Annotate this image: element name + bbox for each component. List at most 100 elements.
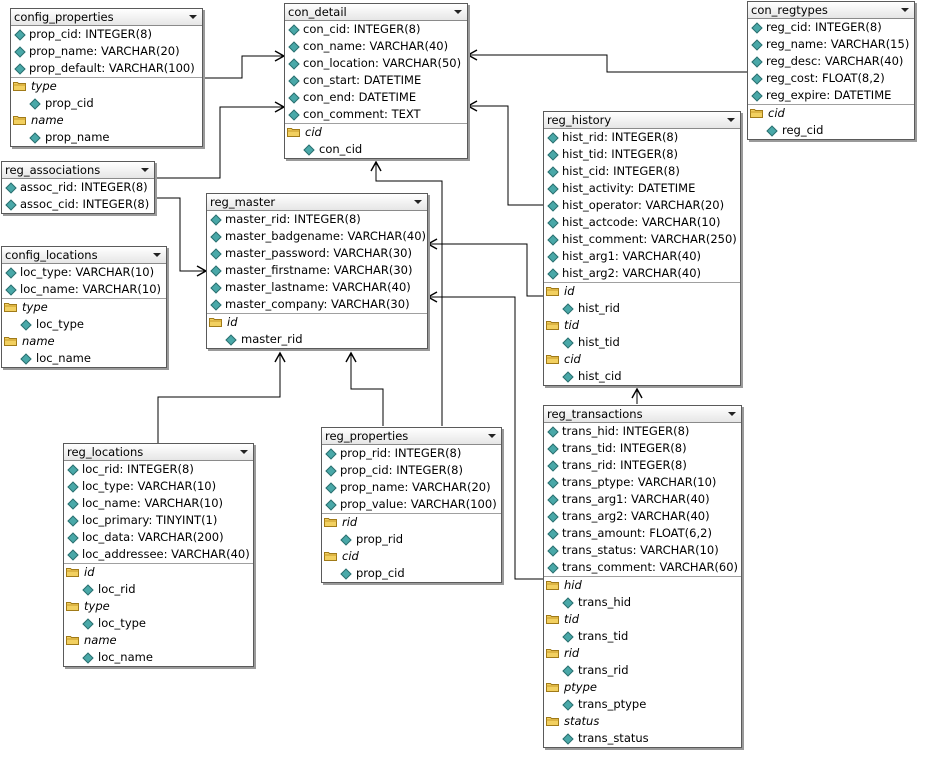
column-row[interactable]: con_start: DATETIME (285, 72, 467, 89)
column-row[interactable]: reg_name: VARCHAR(15) (748, 36, 914, 53)
index-column-row[interactable]: hist_tid (544, 334, 740, 351)
column-row[interactable]: loc_rid: INTEGER(8) (64, 461, 253, 478)
dropdown-arrow-icon[interactable] (189, 15, 197, 19)
index-column-row[interactable]: reg_cid (748, 122, 914, 139)
dropdown-arrow-icon[interactable] (153, 253, 161, 257)
column-row[interactable]: prop_value: VARCHAR(100) (322, 496, 501, 513)
column-row[interactable]: con_name: VARCHAR(40) (285, 38, 467, 55)
index-row[interactable]: hid (544, 576, 741, 594)
column-row[interactable]: hist_arg1: VARCHAR(40) (544, 248, 740, 265)
table-title[interactable]: config_properties (11, 9, 202, 26)
column-row[interactable]: reg_cid: INTEGER(8) (748, 19, 914, 36)
table-title[interactable]: reg_associations (2, 162, 154, 179)
column-row[interactable]: loc_type: VARCHAR(10) (2, 264, 166, 281)
column-row[interactable]: hist_operator: VARCHAR(20) (544, 197, 740, 214)
column-row[interactable]: hist_actcode: VARCHAR(10) (544, 214, 740, 231)
index-column-row[interactable]: con_cid (285, 141, 467, 158)
column-row[interactable]: loc_type: VARCHAR(10) (64, 478, 253, 495)
column-row[interactable]: prop_name: VARCHAR(20) (11, 43, 202, 60)
index-row[interactable]: type (2, 298, 166, 316)
table-title[interactable]: reg_properties (322, 428, 501, 445)
index-row[interactable]: tid (544, 317, 740, 334)
column-row[interactable]: hist_rid: INTEGER(8) (544, 129, 740, 146)
column-row[interactable]: trans_hid: INTEGER(8) (544, 423, 741, 440)
index-column-row[interactable]: loc_name (2, 350, 166, 367)
column-row[interactable]: master_lastname: VARCHAR(40) (207, 279, 427, 296)
index-column-row[interactable]: trans_tid (544, 628, 741, 645)
column-row[interactable]: assoc_cid: INTEGER(8) (2, 196, 154, 213)
index-column-row[interactable]: prop_cid (11, 95, 202, 112)
dropdown-arrow-icon[interactable] (488, 434, 496, 438)
column-row[interactable]: trans_arg1: VARCHAR(40) (544, 491, 741, 508)
dropdown-arrow-icon[interactable] (240, 450, 248, 454)
column-row[interactable]: loc_name: VARCHAR(10) (2, 281, 166, 298)
table-title[interactable]: reg_master (207, 194, 427, 211)
index-column-row[interactable]: loc_type (2, 316, 166, 333)
column-row[interactable]: reg_expire: DATETIME (748, 87, 914, 104)
index-column-row[interactable]: trans_hid (544, 594, 741, 611)
dropdown-arrow-icon[interactable] (141, 168, 149, 172)
column-row[interactable]: hist_comment: VARCHAR(250) (544, 231, 740, 248)
column-row[interactable]: trans_comment: VARCHAR(60) (544, 559, 741, 576)
column-row[interactable]: assoc_rid: INTEGER(8) (2, 179, 154, 196)
index-row[interactable]: status (544, 713, 741, 730)
column-row[interactable]: con_comment: TEXT (285, 106, 467, 123)
column-row[interactable]: master_company: VARCHAR(30) (207, 296, 427, 313)
index-row[interactable]: cid (544, 351, 740, 368)
index-row[interactable]: name (11, 112, 202, 129)
column-row[interactable]: loc_name: VARCHAR(10) (64, 495, 253, 512)
index-row[interactable]: cid (322, 548, 501, 565)
column-row[interactable]: loc_data: VARCHAR(200) (64, 529, 253, 546)
index-row[interactable]: ptype (544, 679, 741, 696)
column-row[interactable]: trans_rid: INTEGER(8) (544, 457, 741, 474)
dropdown-arrow-icon[interactable] (901, 8, 909, 12)
column-row[interactable]: con_cid: INTEGER(8) (285, 21, 467, 38)
column-row[interactable]: hist_tid: INTEGER(8) (544, 146, 740, 163)
index-row[interactable]: rid (544, 645, 741, 662)
index-column-row[interactable]: trans_rid (544, 662, 741, 679)
column-row[interactable]: prop_default: VARCHAR(100) (11, 60, 202, 77)
column-row[interactable]: prop_rid: INTEGER(8) (322, 445, 501, 462)
index-column-row[interactable]: trans_ptype (544, 696, 741, 713)
index-row[interactable]: name (2, 333, 166, 350)
column-row[interactable]: trans_amount: FLOAT(6,2) (544, 525, 741, 542)
index-row[interactable]: id (207, 313, 427, 331)
column-row[interactable]: master_badgename: VARCHAR(40) (207, 228, 427, 245)
index-row[interactable]: rid (322, 513, 501, 531)
index-column-row[interactable]: hist_cid (544, 368, 740, 385)
column-row[interactable]: reg_cost: FLOAT(8,2) (748, 70, 914, 87)
index-row[interactable]: id (64, 563, 253, 581)
column-row[interactable]: master_password: VARCHAR(30) (207, 245, 427, 262)
column-row[interactable]: master_rid: INTEGER(8) (207, 211, 427, 228)
column-row[interactable]: prop_name: VARCHAR(20) (322, 479, 501, 496)
index-row[interactable]: cid (285, 123, 467, 141)
dropdown-arrow-icon[interactable] (454, 10, 462, 14)
index-row[interactable]: cid (748, 104, 914, 122)
dropdown-arrow-icon[interactable] (728, 412, 736, 416)
index-column-row[interactable]: prop_rid (322, 531, 501, 548)
index-column-row[interactable]: prop_cid (322, 565, 501, 582)
column-row[interactable]: con_end: DATETIME (285, 89, 467, 106)
column-row[interactable]: trans_tid: INTEGER(8) (544, 440, 741, 457)
column-row[interactable]: reg_desc: VARCHAR(40) (748, 53, 914, 70)
index-column-row[interactable]: prop_name (11, 129, 202, 146)
column-row[interactable]: master_firstname: VARCHAR(30) (207, 262, 427, 279)
index-column-row[interactable]: loc_name (64, 649, 253, 666)
index-row[interactable]: type (64, 598, 253, 615)
column-row[interactable]: loc_addressee: VARCHAR(40) (64, 546, 253, 563)
column-row[interactable]: loc_primary: TINYINT(1) (64, 512, 253, 529)
index-row[interactable]: type (11, 77, 202, 95)
column-row[interactable]: trans_status: VARCHAR(10) (544, 542, 741, 559)
column-row[interactable]: prop_cid: INTEGER(8) (11, 26, 202, 43)
column-row[interactable]: hist_activity: DATETIME (544, 180, 740, 197)
index-row[interactable]: id (544, 282, 740, 300)
column-row[interactable]: trans_ptype: VARCHAR(10) (544, 474, 741, 491)
column-row[interactable]: trans_arg2: VARCHAR(40) (544, 508, 741, 525)
column-row[interactable]: prop_cid: INTEGER(8) (322, 462, 501, 479)
